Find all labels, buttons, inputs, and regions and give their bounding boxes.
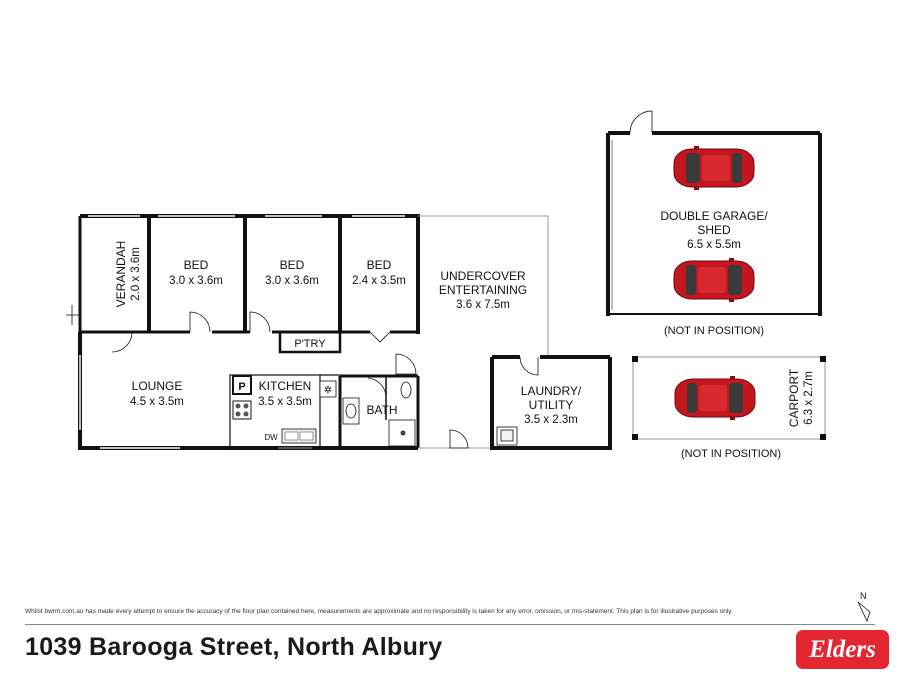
car-icon [674, 375, 756, 421]
garage-size: 6.5 x 5.5m [687, 239, 741, 251]
garage-label-line2: SHED [697, 223, 731, 237]
pantry-symbol: P [238, 381, 245, 393]
bed2-label: BED [280, 258, 305, 272]
fridge-icon: ✲ [324, 385, 332, 396]
bed3-size: 2.4 x 3.5m [352, 275, 406, 287]
dishwasher-label: DW [264, 433, 278, 442]
verandah-label: VERANDAH [114, 241, 128, 308]
footer-divider [25, 624, 875, 625]
carport-position-note: (NOT IN POSITION) [681, 448, 781, 460]
disclaimer-text: Whilst bwrm.com.au has made every attemp… [25, 608, 733, 615]
bed1-label: BED [184, 258, 209, 272]
laundry-label-line2: UTILITY [529, 398, 574, 412]
laundry-fixtures [496, 426, 518, 446]
car-icon [673, 145, 755, 191]
verandah-size: 2.0 x 3.6m [130, 247, 142, 301]
lounge-size: 4.5 x 3.5m [130, 396, 184, 408]
compass-north-label: N [860, 591, 867, 601]
pantry-label: P'TRY [294, 338, 326, 350]
elders-logo-text: Elders [809, 636, 876, 663]
bath-fixtures [342, 381, 416, 447]
floor-plan-diagram: P DW ✲ VERANDAH 2.0 x 3.6m BED 3.0 x 3.6… [66, 110, 826, 460]
property-address: 1039 Barooga Street, North Albury [25, 633, 443, 661]
bed1-size: 3.0 x 3.6m [169, 275, 223, 287]
undercover-size: 3.6 x 7.5m [456, 299, 510, 311]
door-swings [66, 110, 653, 449]
kitchen-size: 3.5 x 3.5m [258, 396, 312, 408]
bed2-size: 3.0 x 3.6m [265, 275, 319, 287]
bath-label: BATH [366, 403, 397, 417]
garage-position-note: (NOT IN POSITION) [664, 325, 764, 337]
house-walls [78, 214, 420, 450]
car-icon [673, 257, 755, 303]
undercover-label-line1: UNDERCOVER [440, 269, 526, 283]
bed3-label: BED [367, 258, 392, 272]
laundry-label-line1: LAUNDRY/ [521, 384, 582, 398]
laundry-walls [490, 354, 612, 450]
carport-label: CARPORT [787, 368, 801, 427]
lounge-label: LOUNGE [132, 379, 183, 393]
garage-label-line1: DOUBLE GARAGE/ [660, 209, 768, 223]
kitchen-fixtures: P DW ✲ [232, 375, 337, 444]
kitchen-label: KITCHEN [259, 379, 312, 393]
garage-walls [606, 130, 822, 316]
laundry-size: 3.5 x 2.3m [524, 414, 578, 426]
undercover-label-line2: ENTERTAINING [439, 283, 527, 297]
elders-logo: Elders [796, 630, 889, 669]
carport-size: 6.3 x 2.7m [803, 371, 815, 425]
compass-icon: N [857, 591, 871, 623]
carport-outline [632, 356, 826, 440]
